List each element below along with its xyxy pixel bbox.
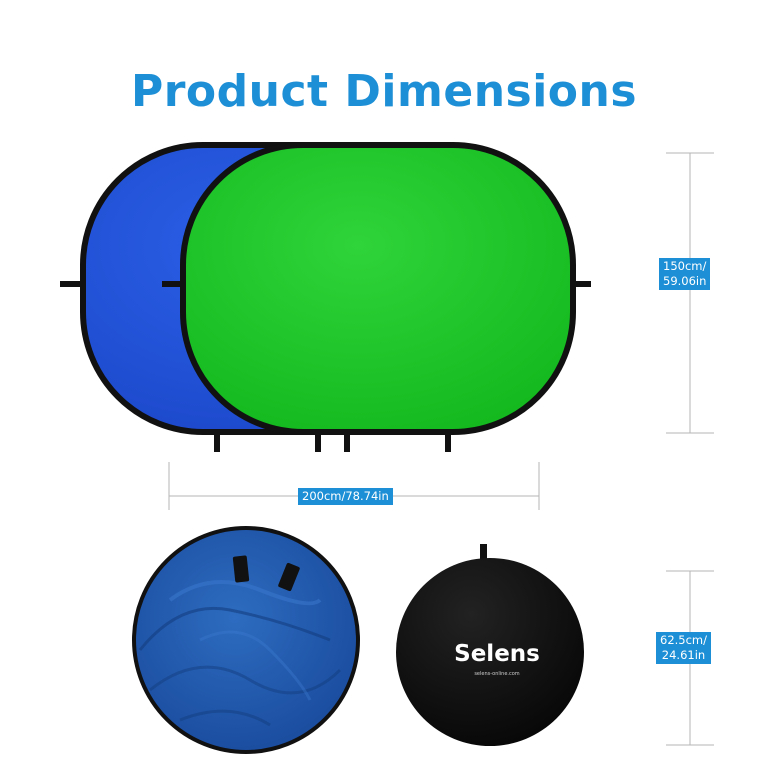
height-dimension-line [666, 152, 714, 434]
green-panel-bottom-tab [344, 430, 350, 452]
brand-logo-text: Selens [454, 641, 540, 667]
carry-bag [396, 544, 584, 746]
folded-blue-backdrop [132, 526, 360, 754]
width-label: 200cm/78.74in [298, 488, 393, 505]
blue-panel-bottom-tab [315, 430, 321, 452]
green-panel-side-handle [565, 281, 591, 287]
height-label: 150cm/ 59.06in [659, 258, 711, 290]
width-label-text: 200cm/78.74in [302, 489, 389, 503]
brand-url: selens-online.com [474, 671, 520, 677]
height-label-line1: 150cm/ [663, 259, 707, 273]
folded-label-line1: 62.5cm/ [660, 633, 708, 647]
green-backdrop-panel [180, 142, 576, 435]
folded-size-label: 62.5cm/ 24.61in [656, 632, 712, 664]
page-title: Product Dimensions [130, 66, 638, 117]
blue-panel-bottom-tab [214, 430, 220, 452]
folded-label-line2: 24.61in [661, 648, 706, 662]
height-label-line2: 59.06in [663, 274, 707, 288]
green-panel-side-handle [162, 281, 188, 287]
blue-panel-side-handle [60, 281, 86, 287]
green-panel-bottom-tab [445, 430, 451, 452]
